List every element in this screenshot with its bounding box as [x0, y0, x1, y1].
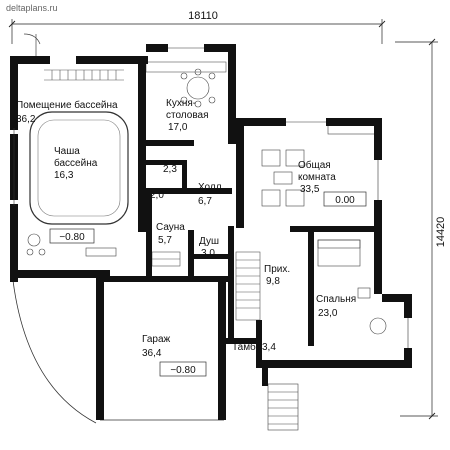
- bedroom-furniture: [317, 239, 387, 335]
- height-dimension: 14420: [395, 38, 447, 420]
- height-dimension-label: 14420: [435, 217, 447, 248]
- room-vestibule-name: Тамб: [232, 341, 256, 353]
- room-hall-name: Холл: [198, 182, 222, 193]
- room-living-name-1: Общая: [298, 159, 331, 171]
- kitchen-counter: [145, 61, 227, 73]
- entry-stair: [235, 251, 261, 321]
- room-shower-name: Душ: [199, 236, 219, 247]
- level-living: 0.00: [323, 191, 367, 207]
- room-kitchen-area: 17,0: [168, 122, 188, 133]
- room-sauna-name: Сауна: [156, 222, 185, 233]
- level-pool: −0.80: [49, 228, 95, 244]
- room-pool-bowl-name-2: бассейна: [54, 157, 98, 169]
- width-dimension: 18110: [8, 10, 386, 44]
- windows: [13, 47, 409, 348]
- room-living-name-2: комната: [298, 172, 336, 183]
- room-pool-area: 36,2: [16, 114, 36, 125]
- room-vestibule-area: 3,4: [262, 342, 276, 353]
- room-small-2-area: 2,0: [150, 190, 164, 201]
- entrance-steps: [267, 383, 299, 431]
- room-bedroom-name: Спальня: [316, 294, 356, 305]
- room-living-area: 33,5: [300, 184, 320, 195]
- room-pool-name: Помещение бассейна: [16, 99, 118, 111]
- room-garage-area: 36,4: [142, 348, 162, 359]
- room-sauna-area: 5,7: [158, 235, 172, 246]
- level-living-value: 0.00: [335, 195, 355, 206]
- curved-glazing: [11, 271, 97, 424]
- pool-basin-inner: [37, 119, 121, 217]
- room-small-1-area: 2,3: [163, 164, 177, 175]
- room-kitchen-name-2: столовая: [166, 110, 209, 121]
- room-pool-bowl-area: 16,3: [54, 170, 74, 181]
- room-hall-area: 6,7: [198, 196, 212, 207]
- width-dimension-label: 18110: [188, 10, 218, 22]
- room-entry-area: 9,8: [266, 276, 280, 287]
- dining-table: [180, 68, 216, 108]
- site-watermark: deltaplans.ru: [6, 3, 58, 13]
- pool-entrance-porch: [23, 33, 41, 58]
- room-pool-bowl-name-1: Чаша: [54, 146, 80, 157]
- pool-steps: [44, 69, 124, 81]
- level-garage-value: −0.80: [170, 365, 196, 376]
- level-pool-value: −0.80: [59, 232, 85, 243]
- room-shower-area: 3,0: [201, 248, 215, 259]
- room-bedroom-area: 23,0: [318, 308, 338, 319]
- pool-basin: [29, 111, 129, 225]
- pool-chairs: [26, 233, 117, 257]
- room-entry-name: Прих.: [264, 264, 290, 275]
- level-garage: −0.80: [159, 361, 207, 377]
- sauna-benches: [151, 251, 181, 267]
- room-garage-name: Гараж: [142, 334, 171, 345]
- room-kitchen-name-1: Кухня-: [166, 98, 196, 109]
